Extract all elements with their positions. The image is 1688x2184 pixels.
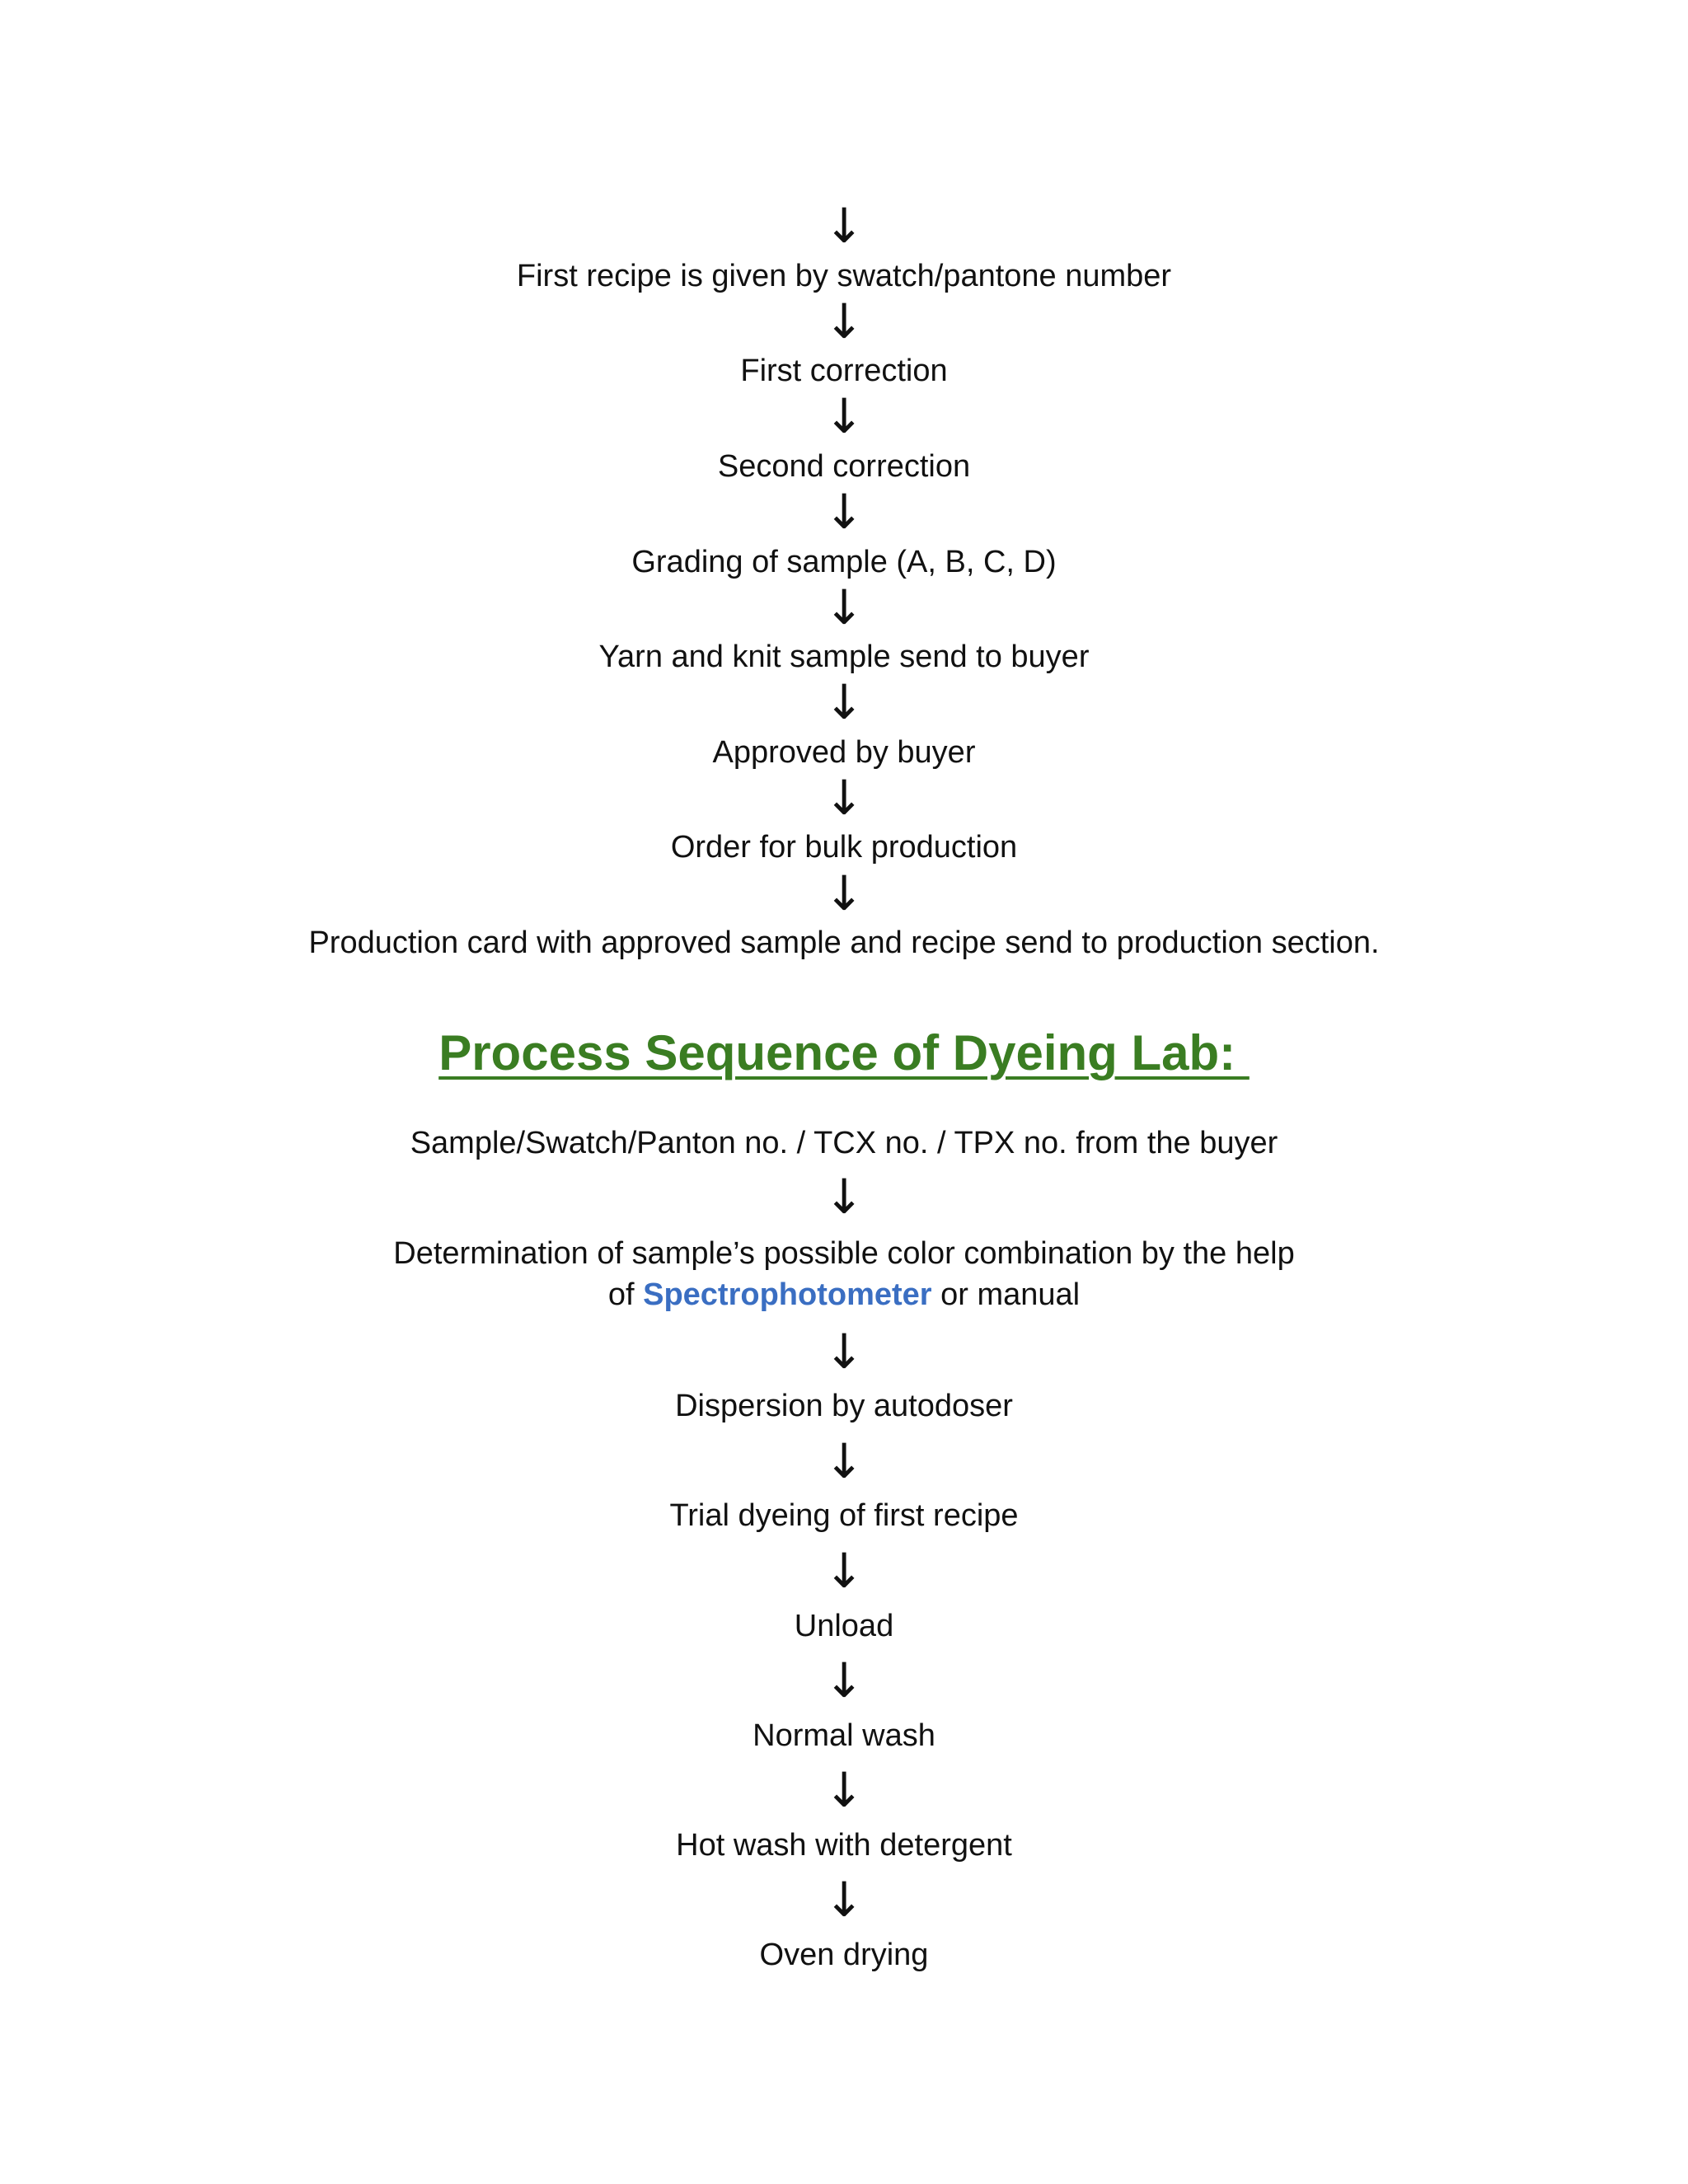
spectrophotometer-term: Spectrophotometer	[643, 1277, 932, 1312]
determination-suffix: or manual	[931, 1277, 1081, 1312]
flow-step-first-correction: First correction	[740, 354, 948, 388]
flow-step-grading: Grading of sample (A, B, C, D)	[631, 545, 1057, 579]
flow-arrow-icon: ↓	[823, 674, 865, 730]
flow-arrow-icon: ↓	[823, 198, 865, 254]
flow-arrow-icon: ↓	[823, 1169, 865, 1225]
flow-arrow-icon: ↓	[823, 770, 865, 826]
flow-step-trial-dyeing: Trial dyeing of first recipe	[669, 1498, 1019, 1533]
flow-arrow-icon: ↓	[823, 293, 865, 349]
flow-step-normal-wash: Normal wash	[753, 1718, 935, 1753]
flow-arrow-icon: ↓	[823, 1762, 865, 1818]
section-heading: Process Sequence of Dyeing Lab:	[438, 1025, 1250, 1080]
flow-step-determination-line2: of Spectrophotometer or manual	[0, 1276, 1688, 1314]
flow-arrow-icon: ↓	[823, 388, 865, 444]
flow-arrow-icon: ↓	[823, 1433, 865, 1489]
flow-step-determination-line1: Determination of sample’s possible color…	[393, 1236, 1295, 1271]
flow-arrow-icon: ↓	[823, 579, 865, 635]
flow-step-send-to-buyer: Yarn and knit sample send to buyer	[598, 640, 1090, 674]
determination-prefix: of	[607, 1277, 644, 1312]
flow-arrow-icon: ↓	[823, 1652, 865, 1708]
flow-step-second-correction: Second correction	[717, 449, 971, 484]
flow-step-unload: Unload	[794, 1609, 894, 1643]
flow-step-dispersion: Dispersion by autodoser	[675, 1389, 1013, 1423]
flow-arrow-icon: ↓	[823, 865, 865, 921]
flow-arrow-icon: ↓	[823, 484, 865, 540]
flow-arrow-icon: ↓	[823, 1543, 865, 1599]
flow-step-oven-drying: Oven drying	[759, 1938, 929, 1972]
flow-step-first-recipe: First recipe is given by swatch/pantone …	[516, 259, 1172, 293]
flow-step-bulk-order: Order for bulk production	[670, 830, 1018, 865]
flow-step-production-card: Production card with approved sample and…	[308, 926, 1380, 960]
flow-step-approved: Approved by buyer	[712, 735, 976, 770]
flow-arrow-icon: ↓	[823, 1872, 865, 1928]
flow-step-hot-wash: Hot wash with detergent	[676, 1828, 1012, 1863]
flow-step-sample-from-buyer: Sample/Swatch/Panton no. / TCX no. / TPX…	[410, 1126, 1278, 1160]
flow-arrow-icon: ↓	[823, 1324, 865, 1380]
